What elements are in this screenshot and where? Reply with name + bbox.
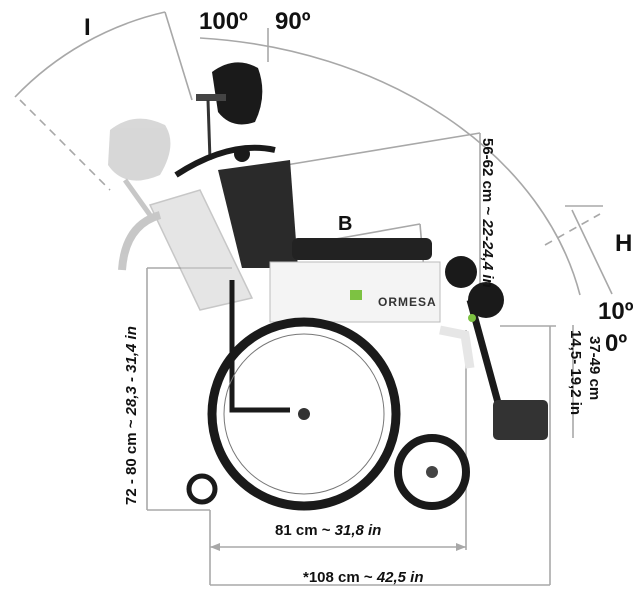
rear-caster xyxy=(186,473,218,505)
legrest xyxy=(445,256,548,440)
seat-frame xyxy=(229,238,475,413)
legrest-angle-0-label: 0º xyxy=(605,330,628,357)
seat-height-dimension-label: 72 - 80 cm ~ 28,3 - 31,4 in xyxy=(123,326,140,505)
headrest xyxy=(196,62,263,161)
seat-height-value: 72 - 80 cm ~ xyxy=(123,415,140,505)
legrest-letter-h: H xyxy=(615,230,633,257)
front-caster xyxy=(394,434,470,510)
ghost-reclined-backrest xyxy=(108,118,254,311)
recline-letter-i: I xyxy=(84,14,91,41)
total-length-imperial: 42,5 in xyxy=(376,569,424,586)
backrest-height-dimension-label: 56-62 cm ~ 22-24,4 in xyxy=(479,138,496,288)
legrest-length-metric-label: 37-49 cm xyxy=(586,336,603,401)
seat-height-imperial: 28,3 - 31,4 in xyxy=(123,326,140,416)
total-length-value: *108 cm ~ xyxy=(303,569,377,586)
brand-label: ORMESA xyxy=(378,295,437,309)
seat-letter-b: B xyxy=(338,213,353,235)
backrest xyxy=(174,144,298,268)
total-length-label: *108 cm ~ 42,5 in xyxy=(303,570,424,585)
depth-dimension-imperial: 31,8 in xyxy=(334,522,382,539)
main-wheel xyxy=(207,317,401,511)
angle-90-label: 90º xyxy=(275,8,311,35)
legrest-angle-10-label: 10º xyxy=(598,298,633,325)
angle-100-label: 100º xyxy=(199,8,248,35)
backrest-height-imperial: 22-24,4 in xyxy=(479,219,496,288)
depth-dimension-label: 81 cm ~ 31,8 in xyxy=(275,523,381,538)
legrest-length-imperial-label: 14,5- 19,2 in xyxy=(567,330,584,416)
depth-dimension-value: 81 cm ~ xyxy=(275,522,335,539)
recline-arc-lines xyxy=(14,11,613,298)
backrest-height-value: 56-62 cm ~ xyxy=(479,138,496,220)
